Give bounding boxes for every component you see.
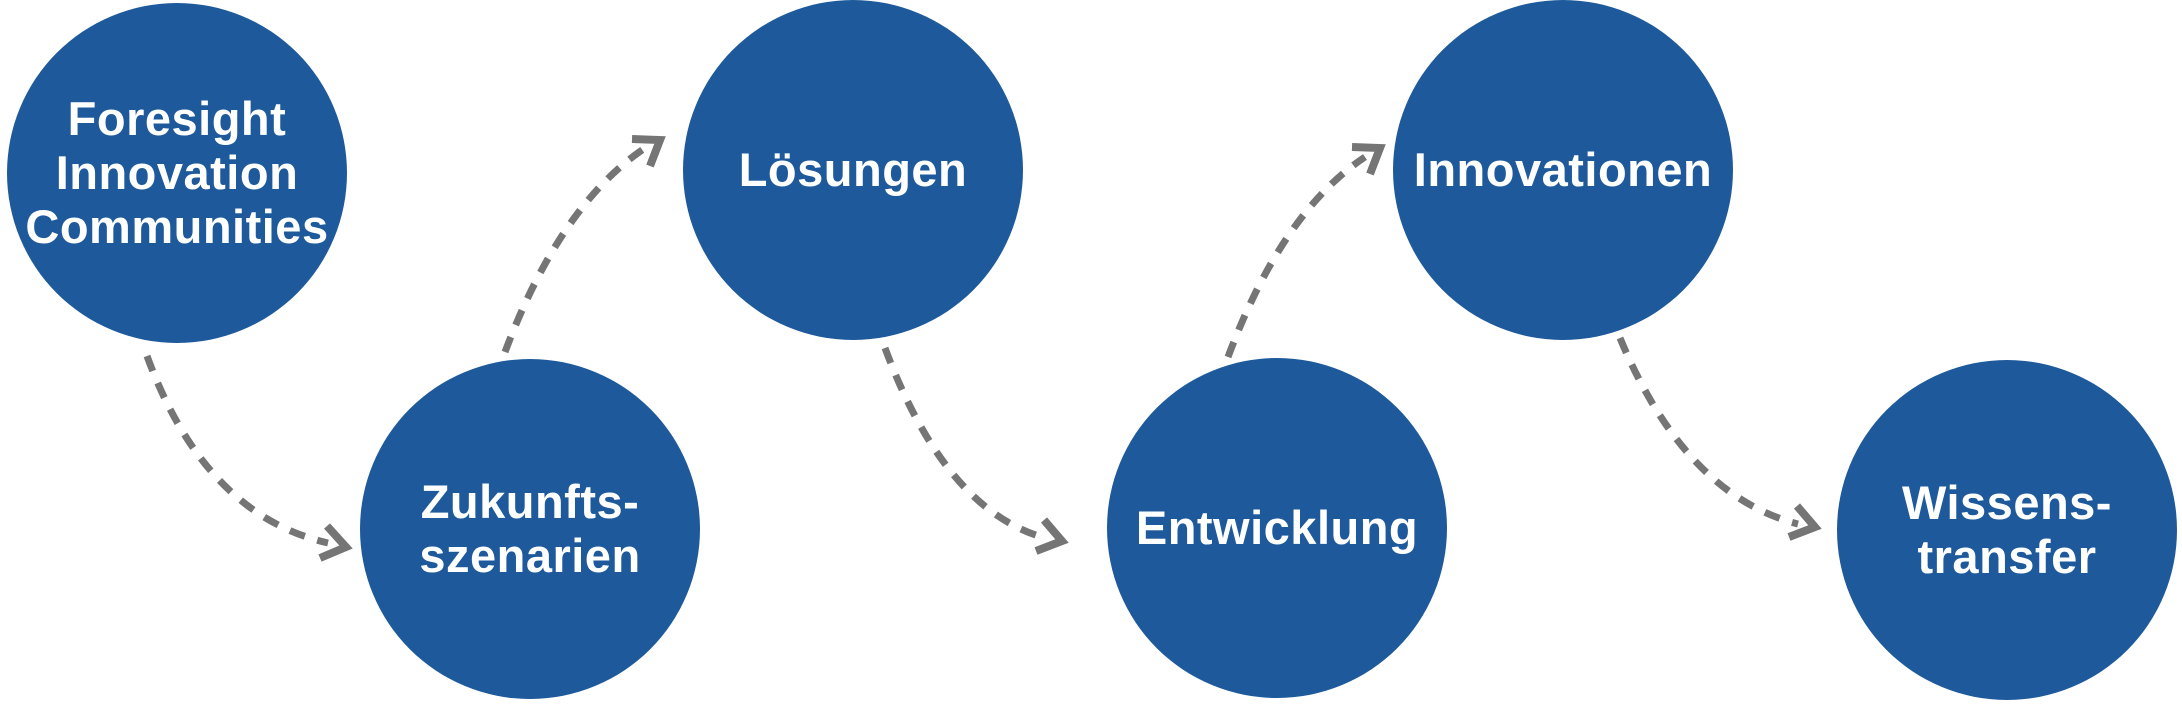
connector-1-2-arrowhead-icon [318,523,353,562]
step-circle-zukunftsszenarien: Zukunfts- szenarien [360,359,700,699]
connector-4-5-arrowhead-icon [1351,143,1386,176]
step-circle-wissenstransfer: Wissens- transfer [1837,360,2177,700]
connector-3-4-dashed-line [881,346,1046,542]
step-circle-foresight-innovation-communities: Foresight Innovation Communities [7,3,347,343]
connector-4-5-dashed-line [1224,154,1367,359]
step-label-foresight-innovation-communities: Foresight Innovation Communities [25,91,329,254]
step-circle-entwicklung: Entwicklung [1107,358,1447,698]
step-label-entwicklung: Entwicklung [1135,500,1419,554]
connector-5-6-dashed-line [1616,336,1799,528]
step-label-innovationen: Innovationen [1413,142,1713,196]
connector-2-3-arrowhead-icon [631,135,666,168]
step-circle-innovationen: Innovationen [1393,0,1733,340]
connector-1-2-dashed-line [143,354,329,547]
connector-5-6-arrowhead-icon [1787,503,1822,541]
connector-2-3-dashed-line [501,145,647,354]
step-circle-loesungen: Lösungen [683,0,1023,340]
step-label-wissenstransfer: Wissens- transfer [1902,475,2112,583]
step-label-loesungen: Lösungen [738,142,968,196]
connector-3-4-arrowhead-icon [1034,517,1069,555]
step-label-zukunftsszenarien: Zukunfts- szenarien [419,474,641,582]
